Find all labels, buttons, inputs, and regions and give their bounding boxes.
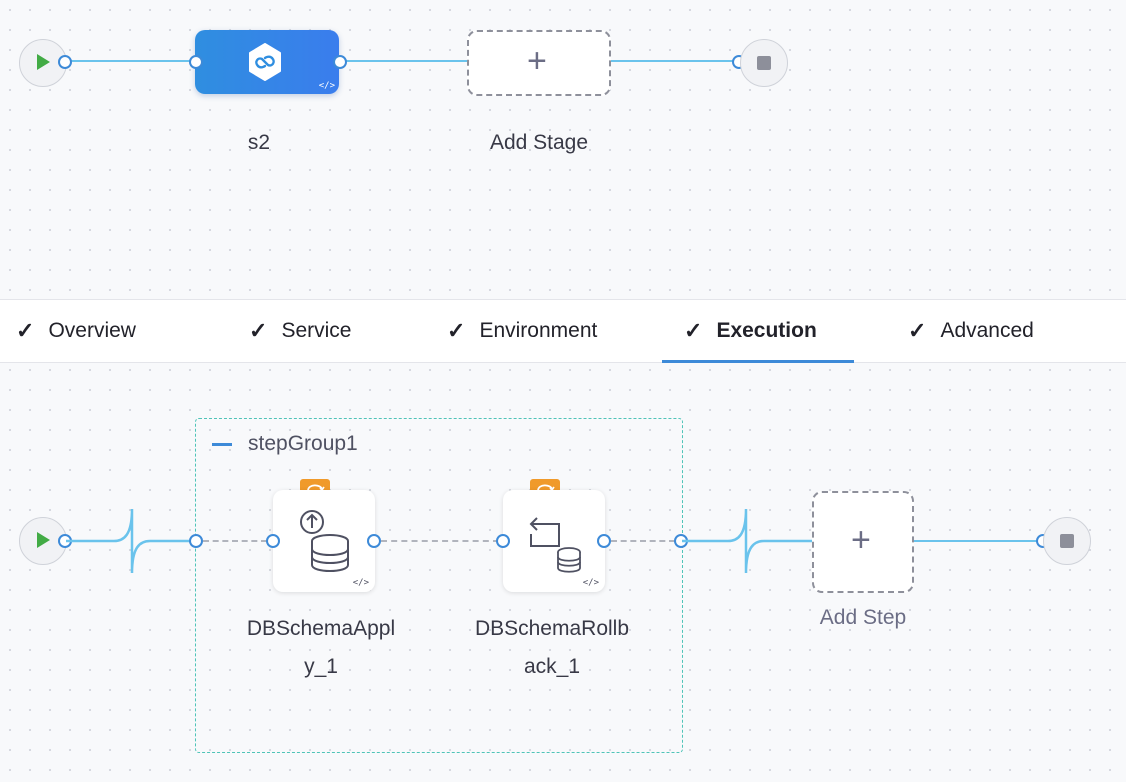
- connector-line: [66, 60, 194, 62]
- tab-service[interactable]: ✓ Service: [249, 300, 351, 362]
- step-name-line: ack_1: [523, 655, 581, 678]
- parallel-connector: [66, 508, 197, 574]
- port[interactable]: [266, 534, 280, 548]
- tab-advanced[interactable]: ✓ Advanced: [908, 300, 1034, 362]
- step-card-dbschemarollback[interactable]: </>: [503, 490, 605, 592]
- tab-execution[interactable]: ✓ Execution: [684, 300, 817, 362]
- stage-tabs: ✓ Overview ✓ Service ✓ Environment ✓ Exe…: [0, 299, 1126, 363]
- check-icon: ✓: [447, 318, 466, 343]
- connector-line: [340, 60, 468, 62]
- tab-label: Service: [281, 319, 352, 342]
- plus-icon: +: [527, 42, 547, 80]
- tab-label: Execution: [716, 319, 817, 342]
- stage-name: s2: [247, 131, 271, 154]
- port[interactable]: [189, 55, 203, 69]
- add-stage-button[interactable]: +: [467, 30, 611, 96]
- play-icon: [37, 532, 50, 548]
- port[interactable]: [189, 534, 203, 548]
- port[interactable]: [597, 534, 611, 548]
- step-link: [203, 540, 267, 542]
- connector-line: [610, 60, 738, 62]
- add-step-button[interactable]: +: [812, 491, 914, 593]
- db-schema-apply-icon: [300, 510, 349, 572]
- port[interactable]: [333, 55, 347, 69]
- code-icon: </>: [318, 81, 335, 91]
- port[interactable]: [496, 534, 510, 548]
- check-icon: ✓: [684, 318, 703, 343]
- check-icon: ✓: [908, 318, 927, 343]
- step-link: [611, 540, 675, 542]
- tab-label: Advanced: [940, 319, 1034, 342]
- port[interactable]: [367, 534, 381, 548]
- add-step-label: Add Step: [819, 606, 907, 629]
- tab-environment[interactable]: ✓ Environment: [447, 300, 597, 362]
- db-schema-rollback-icon: [529, 517, 581, 573]
- step-name-line: DBSchemaAppl: [246, 617, 396, 640]
- step-name-line: y_1: [304, 655, 338, 678]
- connector-line: [914, 540, 1038, 542]
- stop-icon: [757, 56, 771, 70]
- execution-end-node: [1043, 517, 1091, 565]
- add-stage-label: Add Stage: [489, 131, 589, 154]
- parallel-connector: [682, 508, 813, 574]
- active-tab-indicator: [662, 360, 854, 363]
- plus-icon: +: [851, 521, 871, 559]
- pipeline-end-node: [740, 39, 788, 87]
- port[interactable]: [58, 55, 72, 69]
- code-icon: </>: [582, 578, 599, 588]
- tab-overview[interactable]: ✓ Overview: [16, 300, 136, 362]
- tab-label: Overview: [48, 319, 136, 342]
- stage-card-s2[interactable]: </>: [195, 30, 339, 94]
- check-icon: ✓: [16, 318, 35, 343]
- step-card-dbschemaapply[interactable]: </>: [273, 490, 375, 592]
- step-group-container: [195, 418, 683, 753]
- step-name-line: DBSchemaRollb: [474, 617, 630, 640]
- step-name: DBSchemaAppl y_1: [226, 610, 416, 686]
- play-icon: [37, 54, 50, 70]
- check-icon: ✓: [249, 318, 268, 343]
- step-group-name: stepGroup1: [248, 432, 358, 455]
- code-icon: </>: [352, 578, 369, 588]
- stop-icon: [1060, 534, 1074, 548]
- infinity-icon: [249, 43, 281, 81]
- tab-label: Environment: [479, 319, 598, 342]
- collapse-icon[interactable]: [212, 443, 232, 446]
- step-link: [381, 540, 499, 542]
- step-name: DBSchemaRollb ack_1: [457, 610, 647, 686]
